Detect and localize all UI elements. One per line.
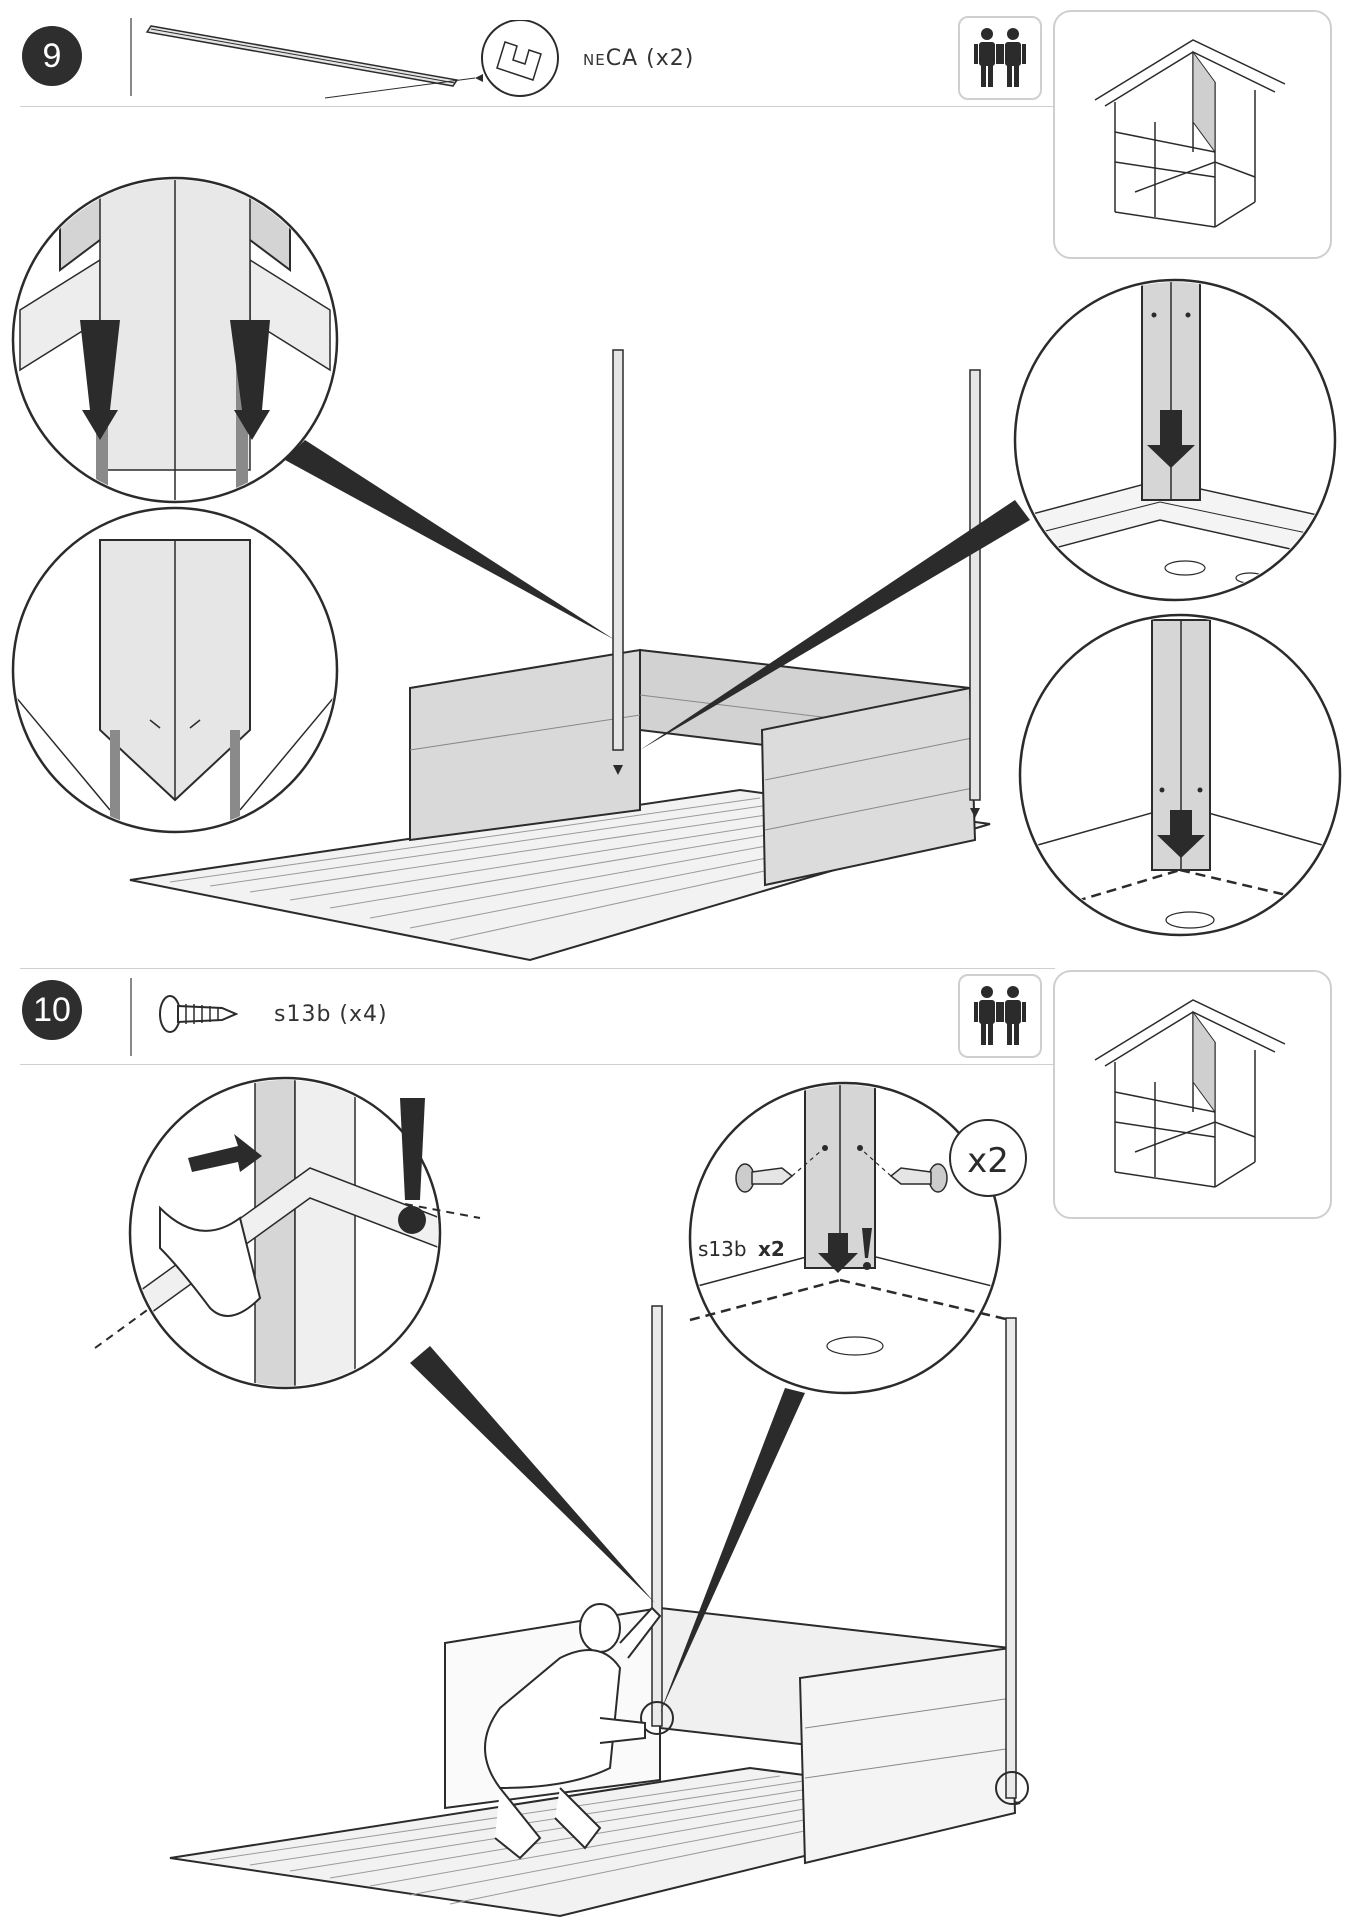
detail-callout-bottom-left: [11, 506, 339, 834]
callout-screw-count: x2: [758, 1237, 785, 1261]
multiplier-text: x2: [967, 1141, 1009, 1181]
detail-callout-left: [94, 1076, 481, 1390]
two-people-icon: [958, 16, 1042, 100]
step-number: 10: [22, 980, 82, 1040]
part-label: neCA (x2): [583, 46, 694, 71]
header-divider: [130, 18, 132, 96]
screw-left-icon: [735, 1163, 794, 1193]
step-number: 9: [22, 26, 82, 86]
step-9: 9 neCA (x2): [11, 10, 1342, 962]
two-people-icon: [958, 974, 1042, 1058]
header-rule: [20, 106, 1055, 107]
detail-callout-right: x2 s13b x2: [688, 1081, 1027, 1395]
header-divider: [130, 978, 132, 1056]
part-suffix: CA (x2): [605, 46, 695, 71]
shed-thumbnail: [1053, 970, 1332, 1219]
multiplier-badge: [949, 1119, 1027, 1197]
shed-thumbnail: [1053, 10, 1332, 259]
screw-part-icon: [159, 995, 238, 1033]
detail-callout-bottom-right: [1018, 613, 1342, 937]
screw-right-icon: [889, 1163, 948, 1193]
detail-callout-top-right: [1013, 278, 1337, 602]
part-prefix: ne: [583, 46, 606, 71]
header-rule-top: [20, 968, 1055, 969]
warning-exclamation-icon: [400, 1098, 425, 1200]
person-figure: [484, 1603, 662, 1860]
step9-assembly-drawing: [11, 176, 1342, 962]
part-label: s13b (x4): [274, 1002, 388, 1027]
step10-assembly-drawing: x2 s13b x2: [94, 1076, 1029, 1918]
profile-part-image: [145, 20, 559, 99]
step-10: 10 s13b (x4): [0, 968, 1359, 1921]
callout-screw-label: s13b: [698, 1237, 747, 1261]
detail-callout-top-left: [11, 176, 339, 504]
header-rule: [20, 1064, 1055, 1065]
